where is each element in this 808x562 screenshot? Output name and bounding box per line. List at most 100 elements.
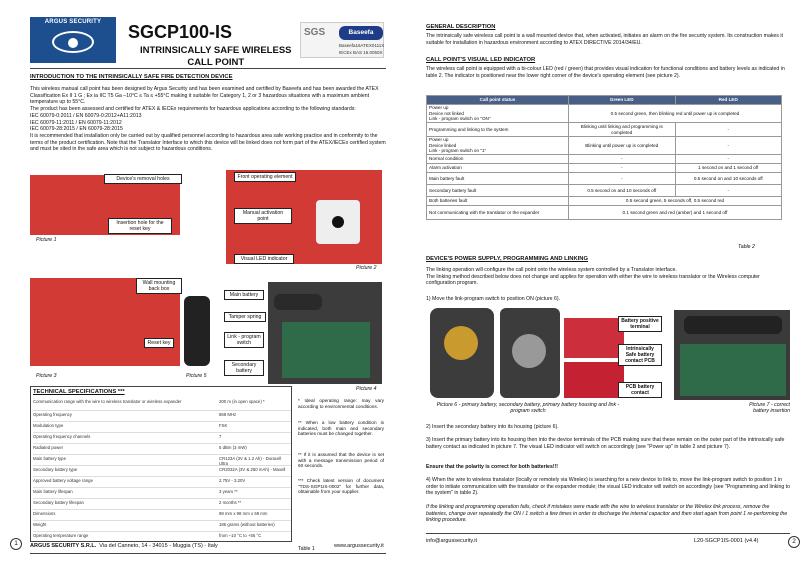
secondary-battery-photo bbox=[500, 308, 560, 398]
intro-p3: It is recommended that installation only… bbox=[30, 132, 386, 153]
callout-secondary-battery: Secondary battery bbox=[224, 360, 264, 376]
picture-1-caption: Picture 1 bbox=[36, 237, 57, 243]
atex-cert-number: Baseefa16ATEX0111X bbox=[339, 43, 385, 48]
power-p1: The linking operation will configure the… bbox=[426, 267, 677, 273]
step-2: 2) Insert the secondary battery into its… bbox=[426, 424, 559, 430]
baseefa-logo: Baseefa bbox=[339, 26, 383, 40]
table-row: Main battery fault-0.5 second on and 10 … bbox=[426, 172, 782, 185]
power-title: DEVICE'S POWER SUPPLY, PROGRAMMING AND L… bbox=[426, 256, 588, 262]
footer-email[interactable]: info@argussecurity.it bbox=[426, 538, 478, 544]
reset-key-photo bbox=[184, 296, 210, 366]
page-subtitle: INTRINSICALLY SAFE WIRELESS CALL POINT bbox=[140, 45, 292, 69]
callout-insertion-hole: Insertion hole for the reset key bbox=[108, 218, 172, 234]
subtitle-line-2: CALL POINT bbox=[187, 57, 245, 68]
step-4: 4) When the wire to wireless translator … bbox=[426, 477, 790, 497]
header-red: Red LED bbox=[674, 95, 782, 105]
picture-2-caption: Picture 2 bbox=[356, 265, 377, 271]
argus-logo: ARGUS SECURITY bbox=[30, 17, 116, 63]
callout-reset-key: Reset key bbox=[144, 338, 174, 348]
step-3: 3) Insert the primary battery into its h… bbox=[426, 437, 785, 450]
callout-pcb-contact: PCB battery contact bbox=[618, 382, 662, 398]
battery-insertion-photo bbox=[674, 310, 790, 400]
brand-name: ARGUS SECURITY bbox=[44, 19, 102, 25]
standard-2: IEC 60079-11:2011 / EN 60079-11:2012 bbox=[30, 119, 122, 126]
intro-p1: This wireless manual call point has been… bbox=[30, 86, 379, 106]
table-2-label: Table 2 bbox=[738, 244, 755, 250]
callout-manual-point: Manual activation point bbox=[234, 208, 292, 224]
polarity-warning: Ensure that the polarity is correct for … bbox=[426, 464, 559, 470]
footer-divider bbox=[426, 533, 790, 534]
callout-wall-mounting: Wall mounting back box bbox=[136, 278, 182, 294]
general-title: GENERAL DESCRIPTION bbox=[426, 24, 496, 30]
picture-5-caption: Picture 5 bbox=[186, 373, 207, 379]
subtitle-line-1: INTRINSICALLY SAFE WIRELESS bbox=[140, 45, 292, 56]
picture-7-caption: Picture 7 - correct battery insertion bbox=[749, 402, 790, 414]
general-text: The intrinsically safe wireless call poi… bbox=[426, 33, 783, 46]
spec-row: Communication range with the wire to wir… bbox=[33, 399, 291, 411]
eye-icon bbox=[52, 31, 94, 53]
table-row: Not communicating with the translator or… bbox=[426, 205, 782, 220]
table-1-label: Table 1 bbox=[298, 546, 315, 552]
footer-company: ARGUS SECURITY S.R.L. Via del Canneto, 1… bbox=[30, 543, 218, 549]
sgs-logo: SGS bbox=[304, 27, 326, 38]
footer-doc-code: L20-SGCP1IS-0001 (v4.4) bbox=[694, 538, 759, 544]
table-header-row: Call point status Green LED Red LED bbox=[426, 95, 782, 105]
company-address: Via del Canneto, 14 - 34015 - Muggia (TS… bbox=[99, 543, 218, 549]
led-title: CALL POINT'S VISUAL LED INDICATOR bbox=[426, 57, 536, 63]
header-green: Green LED bbox=[568, 95, 676, 105]
standard-1: IEC 60079-0:2011 / EN 60079-0:2012+A11:2… bbox=[30, 112, 142, 119]
pcb-photo bbox=[268, 282, 382, 384]
company-name: ARGUS SECURITY S.R.L. bbox=[30, 543, 97, 549]
divider bbox=[30, 68, 386, 69]
page-number-1: 1 bbox=[10, 538, 22, 550]
footer-website[interactable]: www.argussecurity.it bbox=[334, 543, 384, 549]
table-row: Power up Device linked Link - program sw… bbox=[426, 136, 782, 155]
callout-main-battery: Main battery bbox=[224, 290, 264, 300]
picture-3-caption: Picture 3 bbox=[36, 373, 57, 379]
spec-note-3: ** If it is assumed that the device is s… bbox=[298, 452, 384, 469]
step-1: 1) Move the link-program switch to posit… bbox=[426, 296, 561, 302]
intro-p2: The product has been assessed and certif… bbox=[30, 106, 356, 113]
led-status-table: Call point status Green LED Red LED Powe… bbox=[426, 95, 782, 220]
header-status: Call point status bbox=[426, 95, 569, 105]
callout-removal-holes: Device's removal holes bbox=[104, 174, 182, 184]
table-row: Normal condition-- bbox=[426, 154, 782, 164]
intro-text: This wireless manual call point has been… bbox=[30, 86, 386, 153]
picture-4-caption: Picture 4 bbox=[356, 386, 377, 392]
picture-6-caption: Picture 6 - primary battery, secondary b… bbox=[436, 402, 620, 414]
iecex-cert-number: IECEx BAS 16.0050X bbox=[339, 50, 383, 55]
certification-logos: SGS Baseefa Baseefa16ATEX0111X IECEx BAS… bbox=[300, 22, 384, 58]
page-number-2: 2 bbox=[788, 536, 800, 548]
callout-link-switch: Link - program switch bbox=[224, 332, 264, 348]
table-row: Power up Device not linked Link - progra… bbox=[426, 104, 782, 123]
power-text: The linking operation will configure the… bbox=[426, 267, 790, 287]
specs-title: TECHNICAL SPECIFICATIONS *** bbox=[33, 389, 125, 395]
callout-visual-led: Visual LED indicator bbox=[234, 254, 294, 264]
spec-note-1: * Ideal operating range: may vary accord… bbox=[298, 398, 384, 409]
table-row: Alarm activation-1 second on and 1 secon… bbox=[426, 163, 782, 173]
battery-housing-photo bbox=[430, 308, 494, 398]
spec-note-2: ** When a low battery condition is indic… bbox=[298, 420, 384, 437]
intro-title: INTRODUCTION TO THE INTRINSICALLY SAFE F… bbox=[30, 74, 233, 80]
standard-3: IEC 60079-28:2015 / EN 60079-28:2015 bbox=[30, 126, 123, 133]
technical-specifications: TECHNICAL SPECIFICATIONS *** Communicati… bbox=[30, 386, 292, 542]
power-p2: The linking method described below does … bbox=[426, 273, 760, 287]
callout-front-element: Front operating element bbox=[234, 172, 296, 182]
link-switch-photo bbox=[564, 318, 624, 358]
page-1: ARGUS SECURITY SGCP100-IS INTRINSICALLY … bbox=[10, 17, 386, 554]
